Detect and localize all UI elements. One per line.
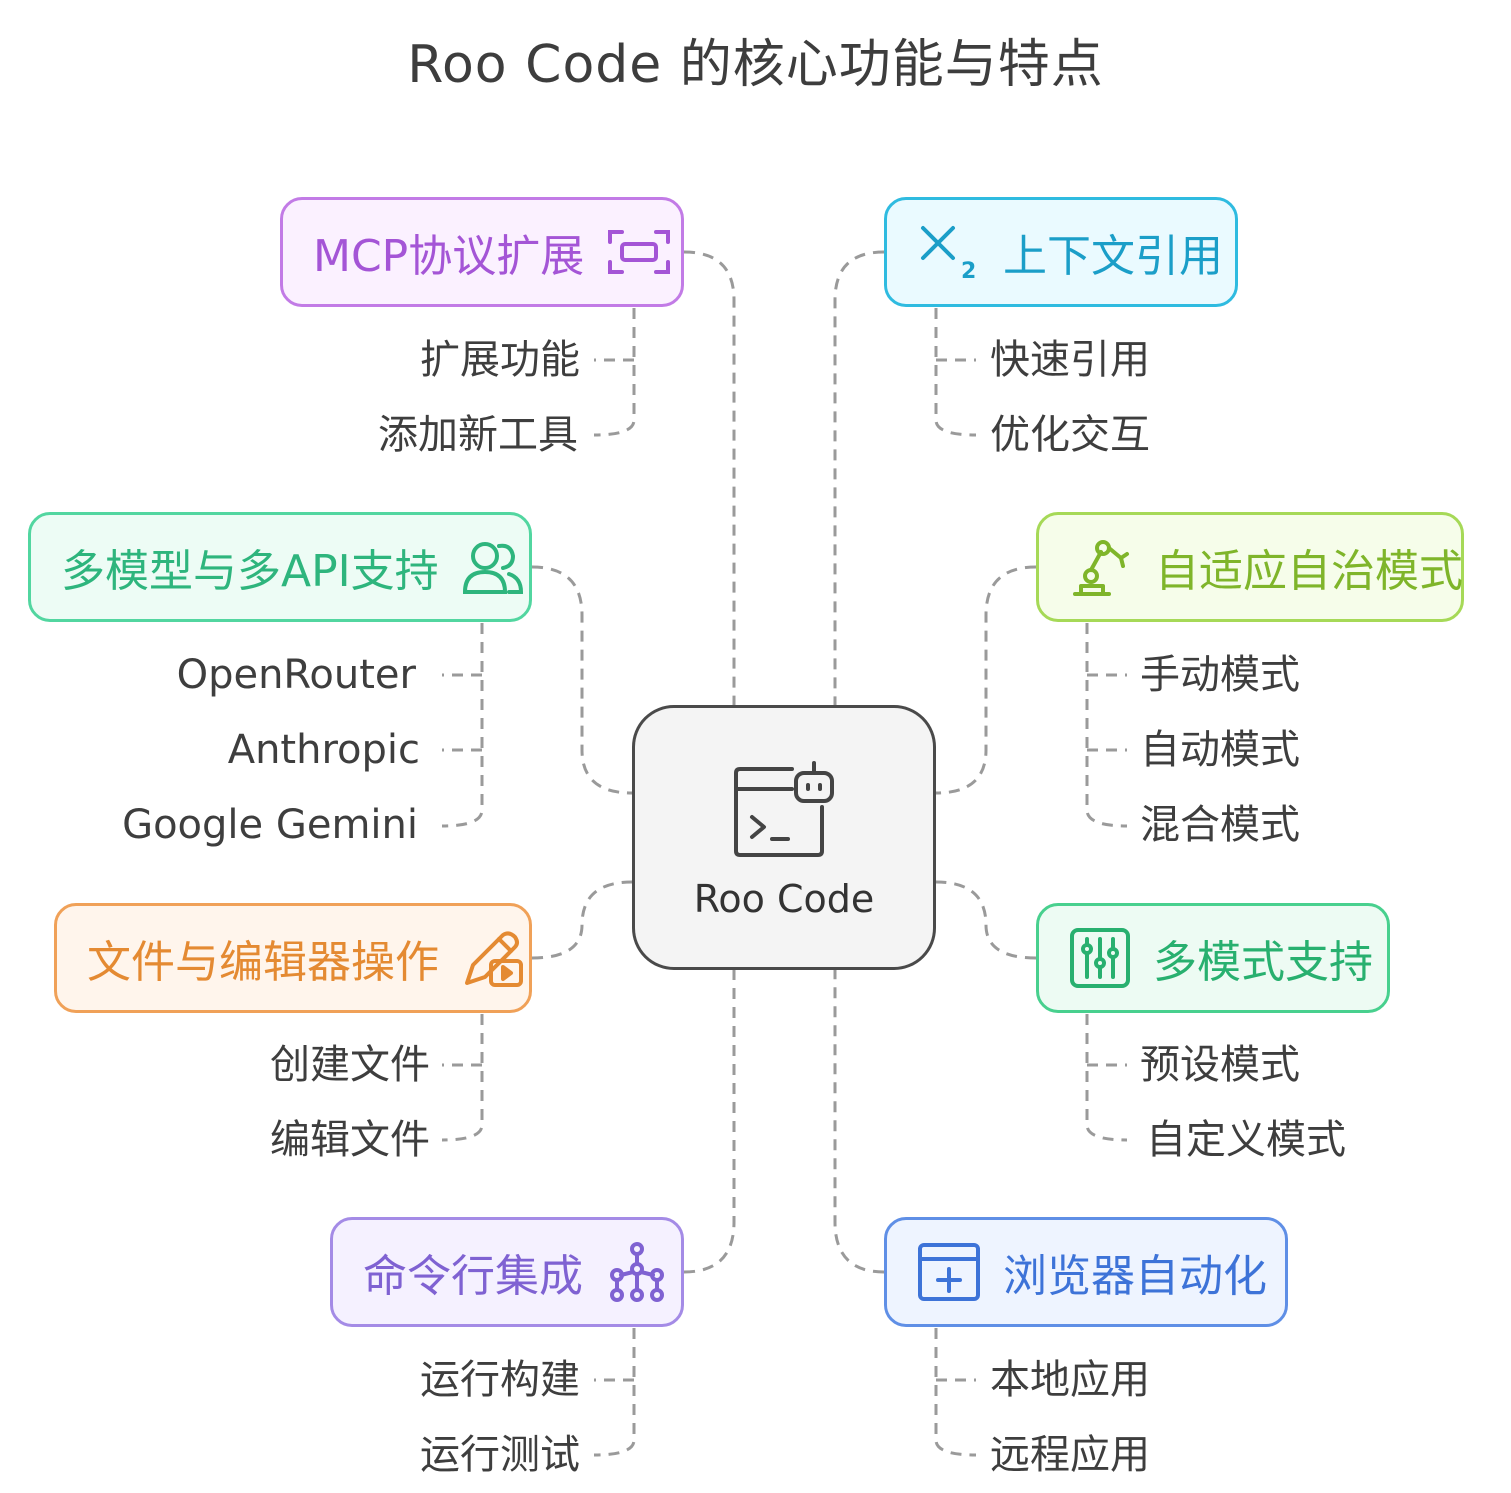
branch-label: MCP协议扩展 [313, 231, 585, 282]
connector-browser [833, 970, 885, 1274]
leaf-multimodel-0: OpenRouter [176, 652, 416, 698]
branch-command-line: 命令行集成 [330, 1217, 684, 1327]
leaf-cli-0: 运行构建 [420, 1357, 580, 1403]
branch-label: 文件与编辑器操作 [87, 937, 439, 988]
leaf-adaptive-1: 自动模式 [1140, 727, 1300, 773]
leaf-multimodel-2: Google Gemini [122, 802, 418, 848]
robot-arm-icon [1069, 536, 1133, 598]
center-label: Roo Code [693, 876, 875, 921]
branch-mcp-protocol: MCP协议扩展 [280, 197, 684, 307]
branch-label: 命令行集成 [363, 1251, 583, 1302]
branch-browser-automation: 浏览器自动化 [884, 1217, 1288, 1327]
frame-brackets-icon [606, 228, 672, 276]
leaf-multimode-0: 预设模式 [1140, 1042, 1300, 1088]
leaf-context-0: 快速引用 [990, 337, 1150, 383]
branch-label: 上下文引用 [1003, 231, 1223, 282]
leaf-fileops-0: 创建文件 [270, 1042, 430, 1088]
connector-multimode [935, 880, 1037, 960]
branch-label: 浏览器自动化 [1003, 1251, 1267, 1302]
svg-text:2: 2 [961, 259, 976, 282]
branch-adaptive-autonomy: 自适应自治模式 [1036, 512, 1464, 622]
leaf-adaptive-0: 手动模式 [1140, 652, 1300, 698]
leaf-cli-1: 运行测试 [420, 1432, 580, 1478]
leaf-browser-0: 本地应用 [990, 1357, 1150, 1403]
connector-fileops [531, 880, 633, 960]
leaf-browser-1: 远程应用 [990, 1432, 1150, 1478]
branch-context-reference: 2 上下文引用 [884, 197, 1238, 307]
connector-multimodel [531, 565, 633, 795]
browser-add-icon [917, 1241, 981, 1303]
branch-multi-mode: 多模式支持 [1036, 903, 1390, 1013]
users-icon [461, 538, 525, 596]
sliders-icon [1069, 927, 1131, 989]
network-icon [605, 1241, 669, 1303]
leaf-fileops-1: 编辑文件 [270, 1117, 430, 1163]
branch-label: 多模型与多API支持 [61, 546, 439, 597]
leaf-adaptive-2: 混合模式 [1140, 802, 1300, 848]
leaf-multimode-1: 自定义模式 [1146, 1117, 1346, 1163]
branch-multi-model-api: 多模型与多API支持 [28, 512, 532, 622]
diagram-title: Roo Code 的核心功能与特点 [407, 35, 1104, 95]
leaf-mcp-0: 扩展功能 [420, 337, 580, 383]
terminal-bot-icon [732, 755, 836, 863]
leaf-context-1: 优化交互 [990, 412, 1150, 458]
connector-adaptive [935, 565, 1037, 795]
edit-file-icon [461, 927, 525, 989]
subscript-x-icon: 2 [917, 222, 981, 282]
leaf-multimodel-1: Anthropic [227, 727, 420, 773]
center-node: Roo Code [632, 705, 936, 970]
leaf-mcp-1: 添加新工具 [378, 412, 578, 458]
connector-mcp [683, 250, 736, 705]
branch-file-editor-ops: 文件与编辑器操作 [54, 903, 532, 1013]
connector-cli [683, 970, 736, 1274]
branch-label: 自适应自治模式 [1155, 546, 1463, 597]
connector-context [833, 250, 885, 705]
branch-label: 多模式支持 [1153, 937, 1373, 988]
